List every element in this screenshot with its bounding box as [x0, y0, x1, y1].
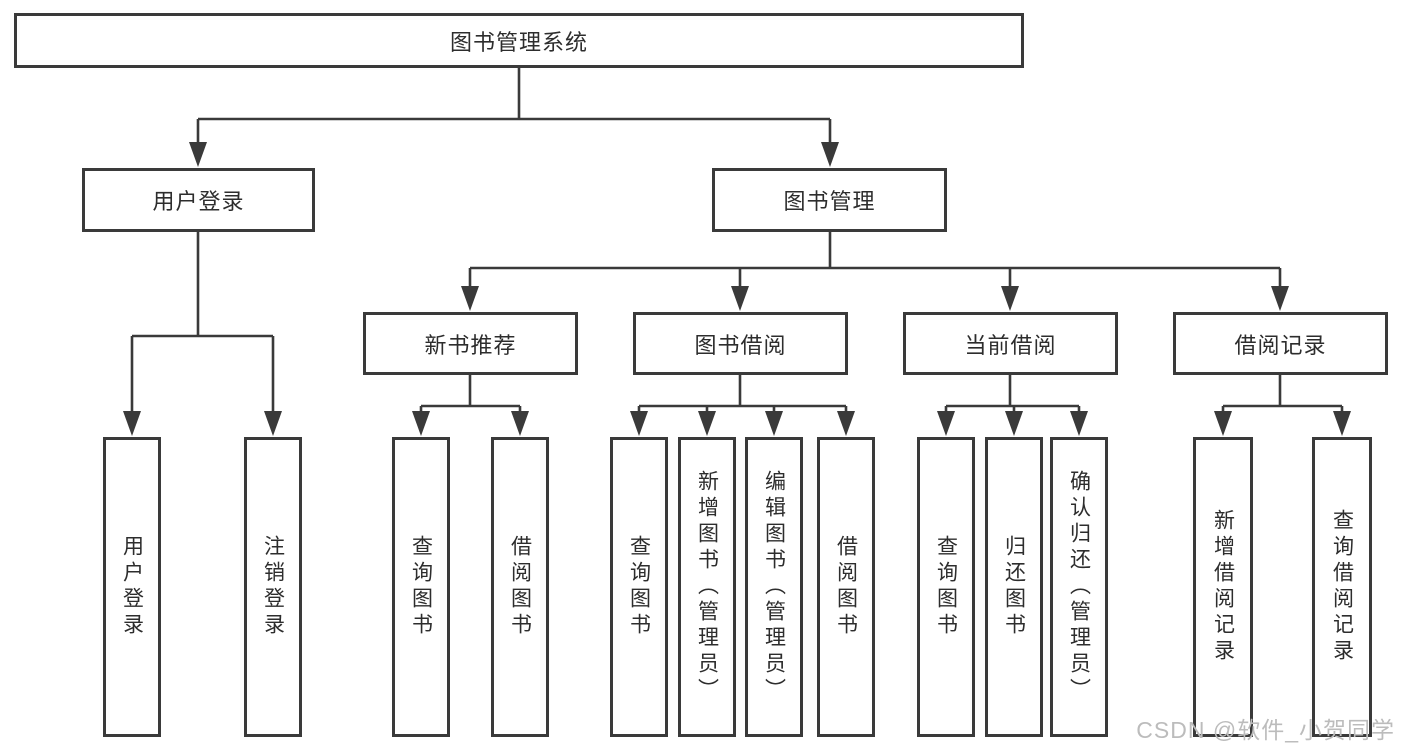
arrowhead-icons [123, 142, 1351, 436]
leaf-confirm-return-admin: 确认归还（管理员） [1050, 437, 1108, 737]
leaf-query-book-borrow: 查询图书 [610, 437, 668, 737]
leaf-return-book: 归还图书 [985, 437, 1043, 737]
node-borrow-record: 借阅记录 [1173, 312, 1388, 375]
leaf-borrow-book: 借阅图书 [817, 437, 875, 737]
node-current-borrow: 当前借阅 [903, 312, 1118, 375]
node-book-management: 图书管理 [712, 168, 947, 232]
node-user-login: 用户登录 [82, 168, 315, 232]
leaf-add-book-admin: 新增图书（管理员） [678, 437, 736, 737]
leaf-user-login: 用户登录 [103, 437, 161, 737]
leaf-query-book-recommend: 查询图书 [392, 437, 450, 737]
leaf-edit-book-admin: 编辑图书（管理员） [745, 437, 803, 737]
node-new-book-recommend: 新书推荐 [363, 312, 578, 375]
leaf-logout: 注销登录 [244, 437, 302, 737]
leaf-borrow-book-recommend: 借阅图书 [491, 437, 549, 737]
node-root-library-system: 图书管理系统 [14, 13, 1024, 68]
leaf-query-borrow-record: 查询借阅记录 [1312, 437, 1372, 737]
node-book-borrow: 图书借阅 [633, 312, 848, 375]
leaf-query-book-current: 查询图书 [917, 437, 975, 737]
leaf-add-borrow-record: 新增借阅记录 [1193, 437, 1253, 737]
watermark: CSDN @软件_小贺同学 [1136, 717, 1395, 743]
